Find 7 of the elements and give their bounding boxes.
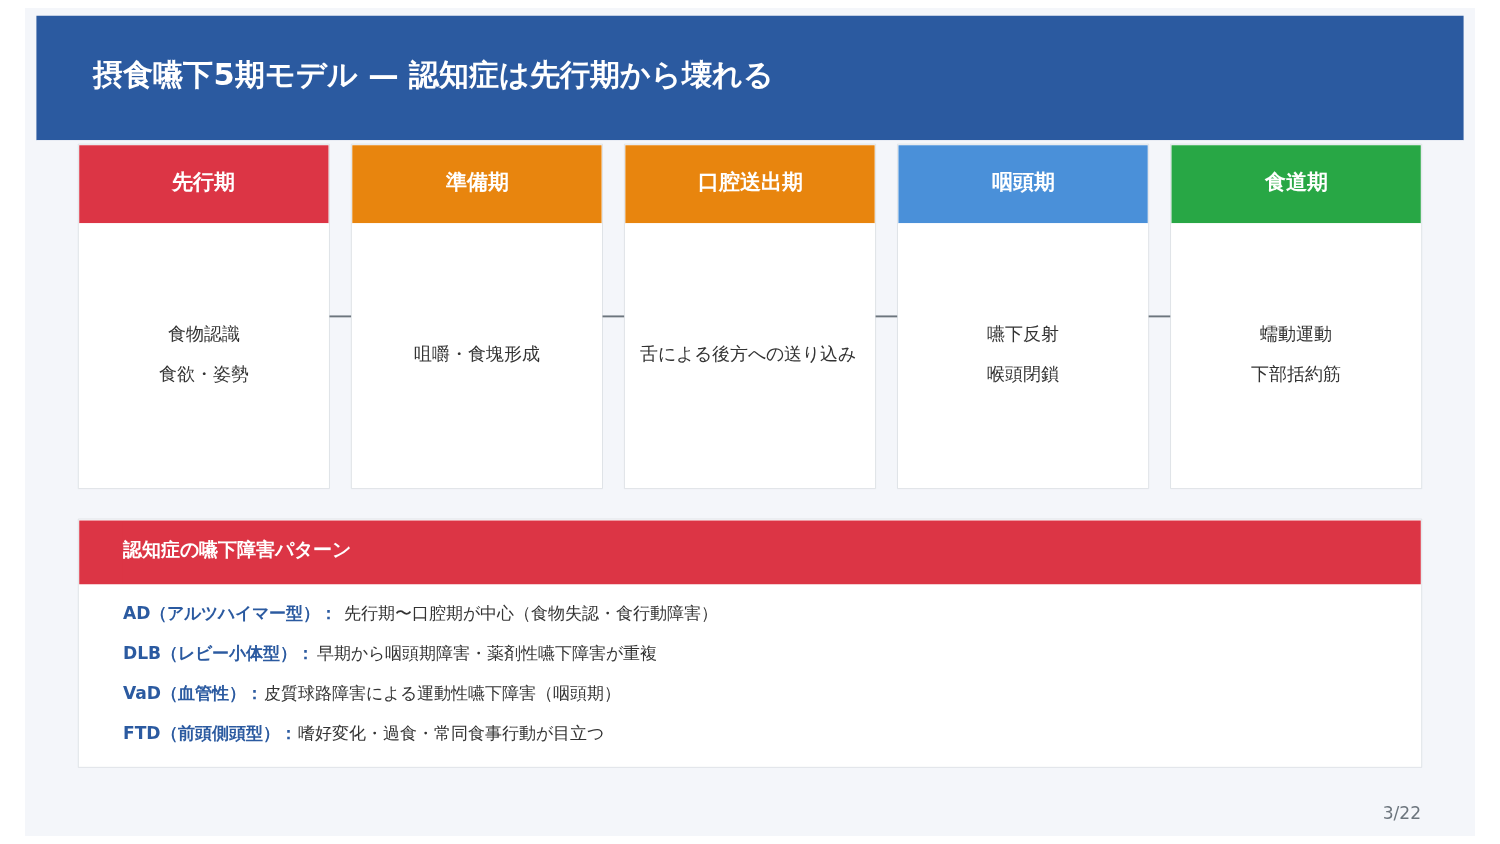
diagram-title: 摂食嚥下5期モデル — 認知症は先行期から壊れる	[93, 56, 775, 92]
node-text: 食道期 蠕動運動 下部括約筋	[1251, 169, 1342, 384]
node-text: 咽頭期 嚥下反射 喉頭閉鎖	[986, 169, 1059, 384]
node-text: 準備期 咀嚼・食塊形成	[414, 169, 541, 364]
node-text: 口腔送出期 舌による後方への送り込み	[640, 169, 857, 364]
label: 3/22	[1382, 803, 1422, 824]
node-text: 先行期 食物認識 食欲・姿勢	[159, 169, 250, 384]
